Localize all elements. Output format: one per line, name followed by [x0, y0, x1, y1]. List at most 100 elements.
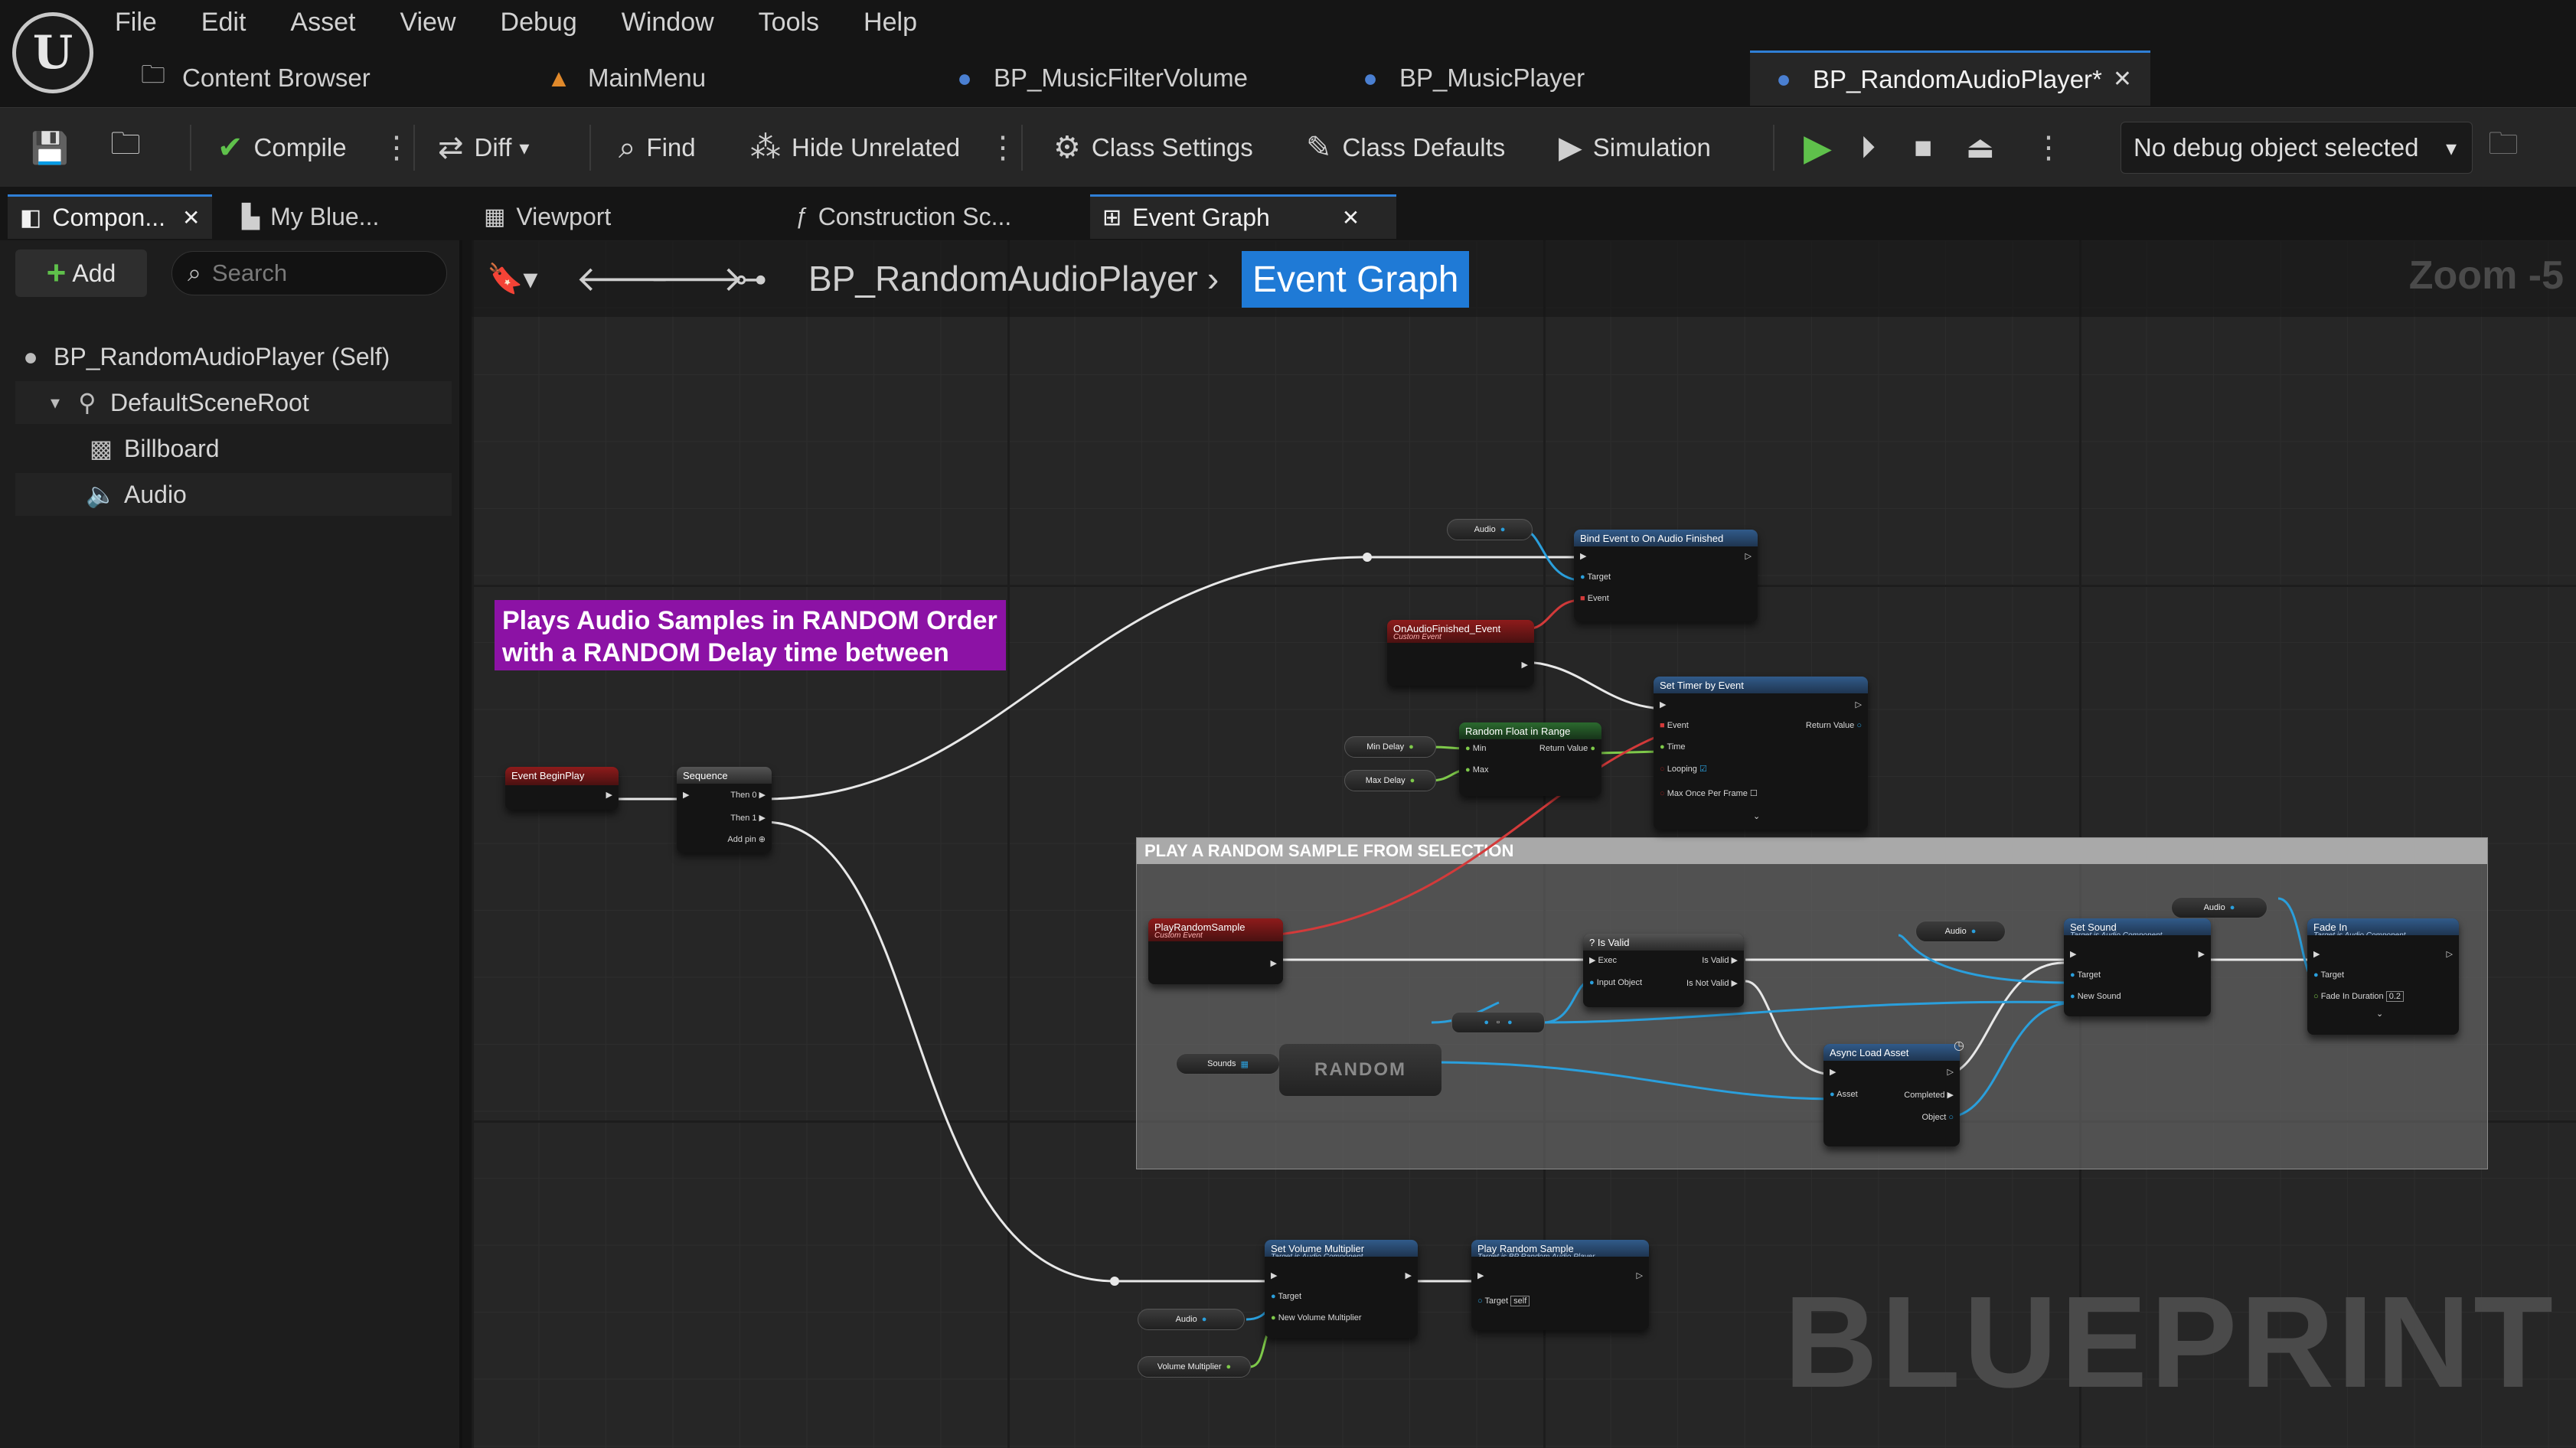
- menu-file[interactable]: File: [115, 7, 157, 37]
- menu-debug[interactable]: Debug: [500, 7, 577, 37]
- menu-tools[interactable]: Tools: [758, 7, 820, 37]
- tab-bp-music-filter-volume[interactable]: ● BP_MusicFilterVolume: [949, 51, 1248, 106]
- sequence-then0-pin[interactable]: Then 0 ▶: [730, 791, 766, 800]
- play-options-button[interactable]: ⋮: [2033, 131, 2064, 165]
- event-pin[interactable]: ■ Event: [1660, 721, 1689, 730]
- exec-out-pin-icon[interactable]: ▶: [1270, 959, 1277, 968]
- graph-hierarchy-icon[interactable]: ⊶: [735, 260, 767, 297]
- exec-out-pin-icon[interactable]: ▷: [1947, 1068, 1954, 1077]
- search-input[interactable]: [211, 259, 411, 287]
- tab-main-menu[interactable]: ▲ MainMenu: [544, 51, 706, 106]
- tab-bp-random-audio-player[interactable]: ● BP_RandomAudioPlayer* ✕: [1750, 51, 2151, 106]
- exec-pin-icon[interactable]: ▶: [1830, 1068, 1837, 1077]
- max-pin[interactable]: ● Max: [1465, 765, 1489, 775]
- save-button[interactable]: 💾: [31, 108, 80, 188]
- node-on-audio-finished-event[interactable]: OnAudioFinished_Event Custom Event ▶: [1387, 620, 1534, 686]
- close-icon[interactable]: ✕: [181, 206, 201, 230]
- eject-button[interactable]: ⏏: [1966, 108, 2006, 188]
- is-not-valid-pin[interactable]: Is Not Valid ▶: [1686, 979, 1738, 988]
- tree-item-billboard[interactable]: ▩ Billboard: [15, 427, 452, 470]
- browse-button[interactable]: 🗀: [110, 108, 152, 188]
- chevron-down-icon[interactable]: ⌄: [1753, 812, 1761, 821]
- node-random-array-item[interactable]: RANDOM: [1279, 1044, 1441, 1096]
- add-pin-button[interactable]: Add pin ⊕: [727, 835, 766, 844]
- asset-pin[interactable]: ● Asset: [1830, 1090, 1858, 1099]
- tab-my-blueprint[interactable]: ▙ My Blue...: [242, 202, 380, 230]
- debug-object-select[interactable]: No debug object selected ▾: [2121, 122, 2473, 174]
- stop-button[interactable]: ■: [1914, 108, 1943, 188]
- menu-edit[interactable]: Edit: [201, 7, 246, 37]
- simulation-button[interactable]: ▶ Simulation: [1559, 131, 1711, 165]
- exec-pin-icon[interactable]: ▶: [1580, 552, 1587, 561]
- menu-asset[interactable]: Asset: [290, 7, 356, 37]
- tree-item-default-scene-root[interactable]: ▾ ⚲ DefaultSceneRoot: [15, 381, 452, 424]
- node-set-volume-multiplier[interactable]: Set Volume MultiplierTarget is Audio Com…: [1265, 1240, 1418, 1338]
- bookmark-button[interactable]: 🔖▾: [487, 240, 537, 317]
- diff-button[interactable]: ⇄ Diff ▾: [438, 131, 530, 165]
- return-value-pin[interactable]: Return Value ○: [1805, 721, 1862, 730]
- node-play-random-sample-event[interactable]: PlayRandomSample Custom Event ▶: [1148, 918, 1283, 984]
- tab-event-graph[interactable]: ⊞ Event Graph ✕: [1090, 194, 1396, 239]
- var-audio-set-sound[interactable]: Audio●: [1915, 921, 2006, 942]
- looping-pin[interactable]: ○ Looping ☑: [1660, 765, 1707, 774]
- unreal-logo-icon[interactable]: U: [12, 12, 93, 93]
- close-icon[interactable]: ✕: [1341, 206, 1360, 230]
- compile-options-button[interactable]: ⋮: [381, 131, 412, 165]
- event-pin[interactable]: ■ Event: [1580, 594, 1609, 603]
- completed-pin[interactable]: Completed ▶: [1904, 1091, 1954, 1100]
- node-array-get[interactable]: ●▫●: [1451, 1012, 1545, 1033]
- event-graph-canvas[interactable]: 🔖▾ 🡐 🡒 ⊶ BP_RandomAudioPlayer › Event Gr…: [472, 240, 2576, 1448]
- add-component-button[interactable]: + Add: [15, 249, 147, 297]
- min-pin[interactable]: ● Min: [1465, 744, 1487, 753]
- play-button[interactable]: ▶: [1804, 108, 1843, 188]
- exec-pin-icon[interactable]: ▶: [1660, 700, 1667, 709]
- more-options-button[interactable]: ⋮: [988, 131, 1018, 165]
- compile-button[interactable]: ✔ Compile: [217, 131, 347, 165]
- var-audio[interactable]: Audio●: [1447, 519, 1533, 540]
- exec-out-pin-icon[interactable]: ▷: [1855, 700, 1862, 709]
- node-set-timer-by-event[interactable]: Set Timer by Event ▶ ▷ ■ Event Return Va…: [1654, 677, 1868, 830]
- is-valid-pin[interactable]: Is Valid ▶: [1702, 956, 1738, 965]
- tab-content-browser[interactable]: 🗀 Content Browser: [138, 51, 371, 106]
- var-audio-fade-in[interactable]: Audio●: [2171, 897, 2267, 918]
- var-max-delay[interactable]: Max Delay●: [1344, 770, 1436, 791]
- tab-viewport[interactable]: ▦ Viewport: [484, 202, 612, 230]
- time-pin[interactable]: ● Time: [1660, 742, 1686, 752]
- var-volume-multiplier[interactable]: Volume Multiplier●: [1138, 1356, 1251, 1378]
- node-random-float-in-range[interactable]: Random Float in Range ● Min ● Max Return…: [1459, 722, 1601, 796]
- component-search[interactable]: ⌕: [171, 251, 447, 295]
- node-set-sound[interactable]: Set SoundTarget is Audio Component▶▶● Ta…: [2064, 918, 2211, 1016]
- sequence-then1-pin[interactable]: Then 1 ▶: [730, 814, 766, 823]
- node-fade-in[interactable]: Fade InTarget is Audio Component▶▷● Targ…: [2307, 918, 2459, 1035]
- advance-frame-button[interactable]: ⏵: [1860, 108, 1886, 188]
- close-icon[interactable]: ✕: [2112, 67, 2133, 92]
- find-button[interactable]: ⌕ Find: [619, 130, 696, 165]
- exec-pin-icon[interactable]: ▶: [683, 791, 690, 800]
- tree-item-audio[interactable]: 🔈 Audio: [15, 473, 452, 516]
- exec-out-pin-icon[interactable]: ▷: [1745, 552, 1752, 561]
- node-bind-event-on-audio-finished[interactable]: Bind Event to On Audio Finished ▶ ▷ ● Ta…: [1574, 530, 1758, 621]
- breadcrumb-parent[interactable]: BP_RandomAudioPlayer ›: [808, 259, 1219, 298]
- exec-pin[interactable]: ▶ Exec: [1589, 956, 1617, 965]
- return-value-pin[interactable]: Return Value ●: [1539, 744, 1595, 753]
- class-settings-button[interactable]: ⚙ Class Settings: [1053, 131, 1253, 165]
- back-button[interactable]: 🡐: [576, 240, 670, 317]
- debug-filter-button[interactable]: 🗀: [2488, 108, 2529, 188]
- comment-box-play-random-sample[interactable]: PLAY A RANDOM SAMPLE FROM SELECTION: [1136, 837, 2488, 1169]
- breadcrumb-current[interactable]: Event Graph: [1242, 251, 1470, 308]
- forward-button[interactable]: 🡒: [649, 240, 743, 317]
- class-defaults-button[interactable]: ✎ Class Defaults: [1306, 131, 1506, 165]
- node-is-valid[interactable]: ? Is Valid ▶ Exec Is Valid ▶ ● Input Obj…: [1583, 934, 1744, 1007]
- collapse-arrow-icon[interactable]: ▾: [50, 392, 60, 413]
- tree-item-self[interactable]: ● BP_RandomAudioPlayer (Self): [15, 335, 452, 378]
- comment-box-random-order[interactable]: Plays Audio Samples in RANDOM Order with…: [495, 600, 1006, 670]
- hide-unrelated-button[interactable]: ⁂ Hide Unrelated: [750, 131, 961, 165]
- object-pin[interactable]: Object ○: [1921, 1113, 1954, 1122]
- node-play-random-sample[interactable]: Play Random SampleTarget is BP Random Au…: [1471, 1240, 1649, 1330]
- tab-components[interactable]: ◧ Compon... ✕: [8, 194, 213, 239]
- var-min-delay[interactable]: Min Delay●: [1344, 736, 1436, 758]
- tab-construction-script[interactable]: ƒ Construction Sc...: [795, 202, 1012, 230]
- menu-view[interactable]: View: [400, 7, 456, 37]
- node-sequence[interactable]: Sequence ▶ Then 0 ▶ Then 1 ▶ Add pin ⊕: [677, 767, 772, 853]
- exec-pin-icon[interactable]: ▶: [606, 791, 612, 800]
